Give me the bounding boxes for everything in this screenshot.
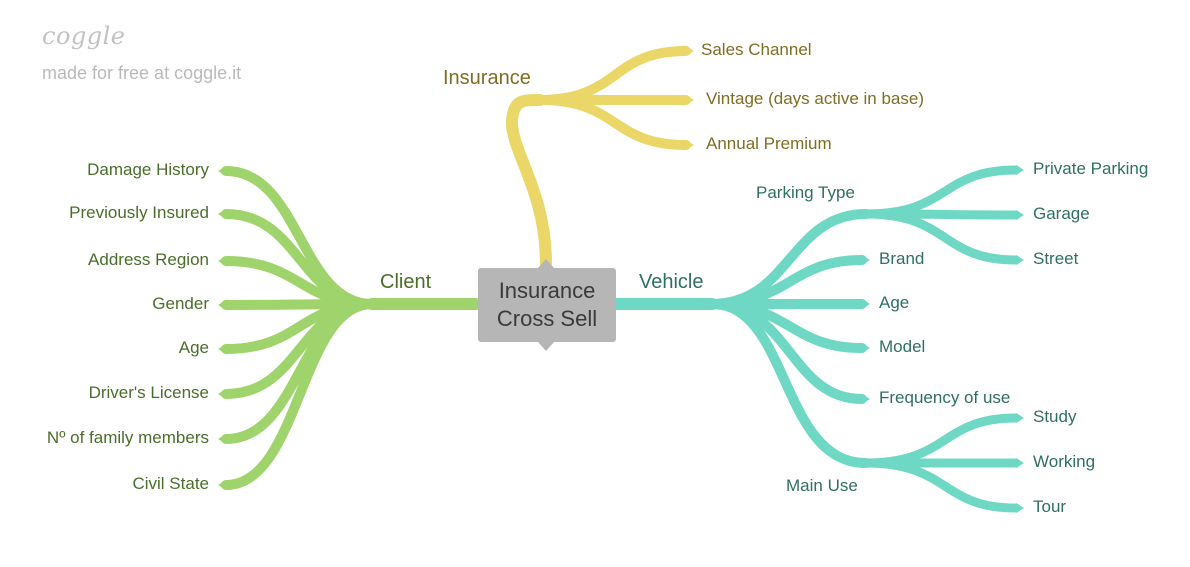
center-node[interactable]: Insurance Cross Sell	[478, 268, 616, 342]
insurance-leaf-tip-2	[686, 140, 694, 150]
vehicle-leaf-tip-2	[862, 343, 870, 353]
client-item-damage-history[interactable]: Damage History	[87, 160, 209, 179]
insurance-leaf-tip-1	[686, 95, 694, 105]
main-use-leaf-tip-1	[1016, 458, 1024, 468]
client-item-family-members[interactable]: Nº of family members	[46, 428, 209, 447]
vehicle-leaf-tip-1	[862, 299, 870, 309]
center-title-line-1: Insurance	[498, 278, 596, 303]
main-use-item-working[interactable]: Working	[1033, 452, 1096, 471]
insurance-item-vintage[interactable]: Vintage (days active in base)	[706, 89, 924, 108]
client-leaf-tip-2	[218, 256, 226, 266]
main-use-leaf-connector-2	[861, 458, 1021, 513]
parking-leaf-tip-2	[1016, 255, 1024, 265]
parking-leaf-connector-0	[861, 165, 1021, 219]
client-leaf-tip-3	[218, 300, 226, 310]
vehicle-main-use-connector	[707, 299, 871, 468]
client-item-drivers-license[interactable]: Driver's License	[88, 383, 209, 402]
main-use-item-study[interactable]: Study	[1033, 407, 1077, 426]
parking-leaf-tip-1	[1016, 210, 1024, 220]
main-use-leaf-connector-0	[861, 413, 1021, 468]
client-leaf-tip-6	[218, 434, 226, 444]
parking-item-garage[interactable]: Garage	[1033, 204, 1090, 223]
insurance-leaf-connector-0	[535, 46, 691, 105]
client-item-civil-state[interactable]: Civil State	[132, 474, 209, 493]
coggle-logo: coggle	[42, 22, 126, 50]
client-item-previously-insured[interactable]: Previously Insured	[69, 203, 209, 222]
client-item-gender[interactable]: Gender	[152, 294, 209, 313]
main-use-leaf-tip-2	[1016, 503, 1024, 513]
client-item-address-region[interactable]: Address Region	[88, 250, 209, 269]
vehicle-item-age[interactable]: Age	[879, 293, 910, 312]
client-leaf-tip-0	[218, 166, 226, 176]
client-branch-label[interactable]: Client	[380, 271, 432, 293]
client-leaf-connector-7	[221, 299, 377, 490]
parking-item-street[interactable]: Street	[1033, 249, 1079, 268]
insurance-item-sales-channel[interactable]: Sales Channel	[701, 40, 812, 59]
insurance-leaf-connector-2	[535, 95, 691, 150]
client-leaf-tip-1	[218, 209, 226, 219]
insurance-item-annual-premium[interactable]: Annual Premium	[706, 134, 832, 153]
center-node-bottom-notch	[538, 342, 554, 351]
insurance-trunk-connector	[505, 94, 552, 270]
insurance-leaf-tip-0	[686, 46, 694, 56]
vehicle-item-frequency-of-use[interactable]: Frequency of use	[879, 388, 1011, 407]
center-node-top-notch	[538, 259, 554, 268]
vehicle-item-brand[interactable]: Brand	[879, 249, 925, 268]
client-leaf-tip-4	[218, 344, 226, 354]
parking-leaf-tip-0	[1016, 165, 1024, 175]
vehicle-leaf-tip-0	[862, 255, 870, 265]
client-leaf-tip-5	[218, 389, 226, 399]
vehicle-main-use-label[interactable]: Main Use	[786, 476, 858, 495]
main-use-item-tour[interactable]: Tour	[1033, 497, 1067, 516]
client-leaf-tip-7	[218, 480, 226, 490]
watermark-tagline: made for free at coggle.it	[42, 63, 242, 83]
vehicle-leaf-tip-3	[862, 394, 870, 404]
client-item-age[interactable]: Age	[178, 338, 209, 357]
parking-item-private-parking[interactable]: Private Parking	[1033, 159, 1149, 178]
center-title-line-2: Cross Sell	[496, 306, 598, 331]
client-leaf-connector-2	[221, 256, 377, 309]
vehicle-item-model[interactable]: Model	[879, 337, 926, 356]
vehicle-branch-label[interactable]: Vehicle	[639, 271, 704, 293]
insurance-branch-label[interactable]: Insurance	[443, 67, 531, 89]
main-use-leaf-tip-0	[1016, 413, 1024, 423]
vehicle-parking-type-label[interactable]: Parking Type	[756, 183, 855, 202]
parking-leaf-connector-2	[861, 209, 1021, 265]
